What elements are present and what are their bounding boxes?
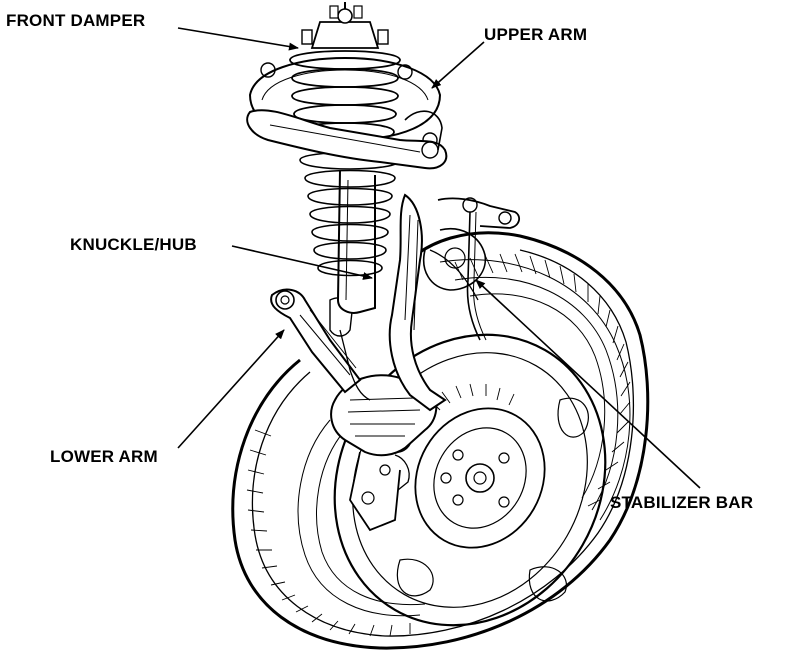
arrow-stabilizer-bar [475, 279, 701, 489]
arrow-upper-arm [431, 41, 485, 89]
upper-arm [246, 109, 448, 170]
stabilizer-bar [429, 197, 521, 341]
leader-arrows [177, 27, 701, 489]
arrow-lower-arm [177, 329, 285, 449]
label-stabilizer-bar: STABILIZER BAR [610, 493, 753, 512]
label-knuckle-hub: KNUCKLE/HUB [70, 235, 197, 254]
knuckle-hub [388, 193, 486, 412]
label-front-damper: FRONT DAMPER [6, 11, 145, 30]
arrow-front-damper [177, 27, 299, 51]
brake-caliper [330, 374, 438, 532]
label-upper-arm: UPPER ARM [484, 25, 587, 44]
lower-arm [270, 288, 371, 401]
label-lower-arm: LOWER ARM [50, 447, 158, 466]
front-damper [248, 2, 442, 314]
arrow-knuckle-hub [231, 245, 373, 280]
